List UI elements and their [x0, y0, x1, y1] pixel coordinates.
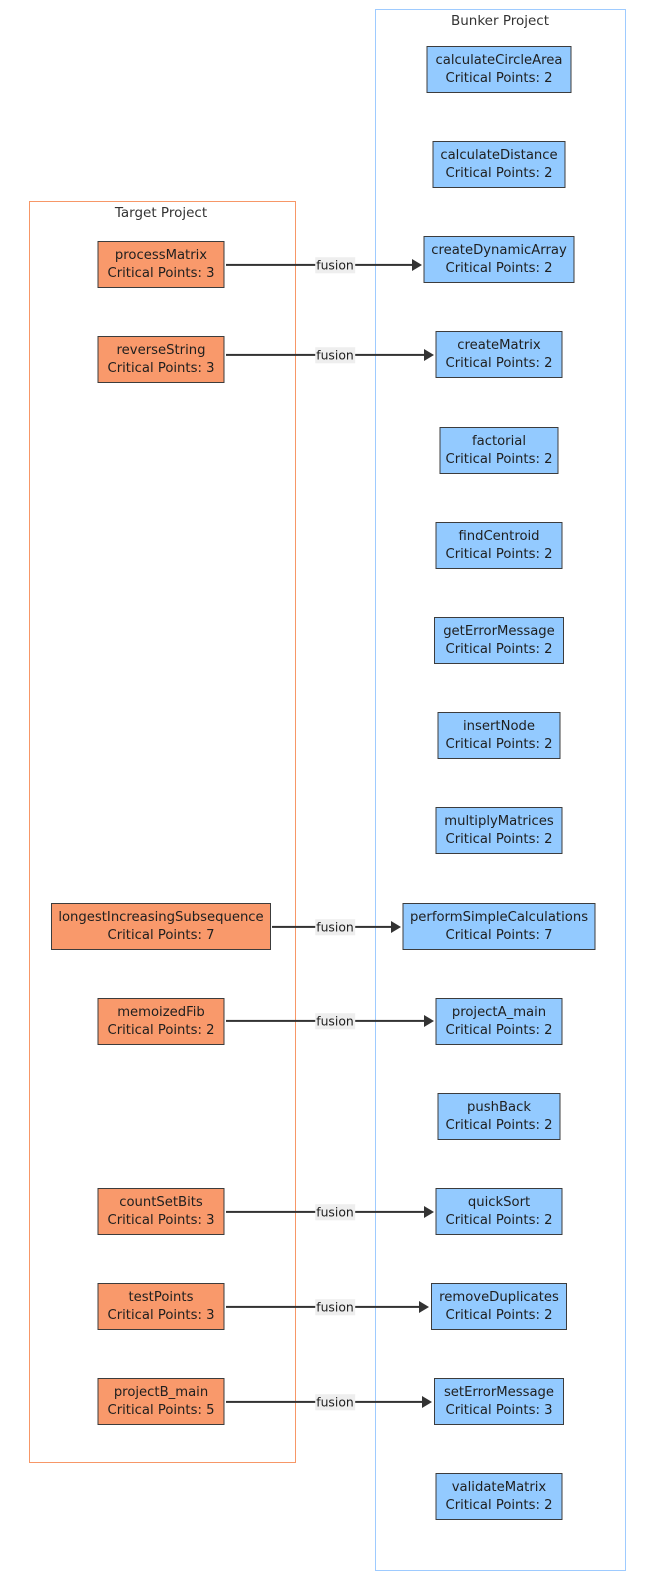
node-name-label: calculateCircleArea [435, 53, 563, 69]
node-name-label: processMatrix [114, 248, 208, 264]
node-name-label: reverseString [116, 343, 206, 359]
node-critical-points-label: Critical Points: 2 [445, 165, 553, 181]
arrowhead-icon [424, 1206, 434, 1218]
arrowhead-icon [424, 1015, 434, 1027]
node-critical-points-label: Critical Points: 3 [107, 1307, 215, 1323]
node-critical-points-label: Critical Points: 2 [445, 1497, 553, 1513]
node-critical-points-label: Critical Points: 7 [107, 927, 215, 943]
edge-label-fusion: fusion [315, 1204, 355, 1220]
node-name-label: testPoints [128, 1290, 194, 1306]
node-critical-points-label: Critical Points: 3 [107, 360, 215, 376]
arrowhead-icon [419, 1301, 429, 1313]
node-name-label: createMatrix [457, 338, 541, 354]
node-critical-points-label: Critical Points: 2 [445, 641, 553, 657]
node-critical-points-label: Critical Points: 2 [445, 546, 553, 562]
node-name-label: removeDuplicates [439, 1290, 559, 1306]
node-critical-points-label: Critical Points: 2 [445, 1307, 553, 1323]
node-name-label: createDynamicArray [431, 243, 567, 259]
arrowhead-icon [391, 921, 401, 933]
node-name-label: memoizedFib [117, 1005, 205, 1021]
node-name-label: findCentroid [458, 529, 540, 545]
edge-label-fusion: fusion [315, 919, 355, 935]
node-critical-points-label: Critical Points: 3 [107, 265, 215, 281]
node-critical-points-label: Critical Points: 2 [445, 1117, 553, 1133]
node-name-label: calculateDistance [440, 148, 558, 164]
node-critical-points-label: Critical Points: 2 [445, 831, 553, 847]
node-name-label: projectA_main [451, 1005, 547, 1021]
node-critical-points-label: Critical Points: 5 [107, 1402, 215, 1418]
node-critical-points-label: Critical Points: 3 [107, 1212, 215, 1228]
arrowhead-icon [412, 259, 422, 271]
node-name-label: factorial [471, 434, 527, 450]
edge-label-fusion: fusion [315, 347, 355, 363]
arrowhead-icon [422, 1396, 432, 1408]
node-name-label: performSimpleCalculations [409, 910, 589, 926]
node-name-label: validateMatrix [451, 1480, 547, 1496]
subgraph-target [29, 201, 296, 1463]
node-name-label: insertNode [462, 719, 536, 735]
edge-label-fusion: fusion [315, 1299, 355, 1315]
node-name-label: getErrorMessage [443, 624, 555, 640]
node-critical-points-label: Critical Points: 2 [445, 70, 553, 86]
node-critical-points-label: Critical Points: 2 [445, 355, 553, 371]
edge-label-fusion: fusion [315, 1394, 355, 1410]
node-name-label: pushBack [467, 1100, 531, 1116]
node-critical-points-label: Critical Points: 3 [445, 1402, 553, 1418]
edge-label-fusion: fusion [315, 1013, 355, 1029]
node-name-label: multiplyMatrices [444, 814, 554, 830]
arrowhead-icon [424, 349, 434, 361]
subgraph-title-target: Target Project [114, 205, 208, 221]
node-name-label: setErrorMessage [443, 1385, 555, 1401]
node-critical-points-label: Critical Points: 7 [445, 927, 553, 943]
node-name-label: countSetBits [119, 1195, 203, 1211]
node-critical-points-label: Critical Points: 2 [445, 736, 553, 752]
subgraph-title-bunker: Bunker Project [450, 13, 550, 29]
node-name-label: projectB_main [113, 1385, 209, 1401]
node-critical-points-label: Critical Points: 2 [445, 260, 553, 276]
node-critical-points-label: Critical Points: 2 [107, 1022, 215, 1038]
node-name-label: longestIncreasingSubsequence [58, 910, 264, 926]
subgraph-bunker [375, 9, 626, 1571]
edge-label-fusion: fusion [315, 257, 355, 273]
node-critical-points-label: Critical Points: 2 [445, 1212, 553, 1228]
node-name-label: quickSort [467, 1195, 531, 1211]
node-critical-points-label: Critical Points: 2 [445, 451, 553, 467]
node-critical-points-label: Critical Points: 2 [445, 1022, 553, 1038]
